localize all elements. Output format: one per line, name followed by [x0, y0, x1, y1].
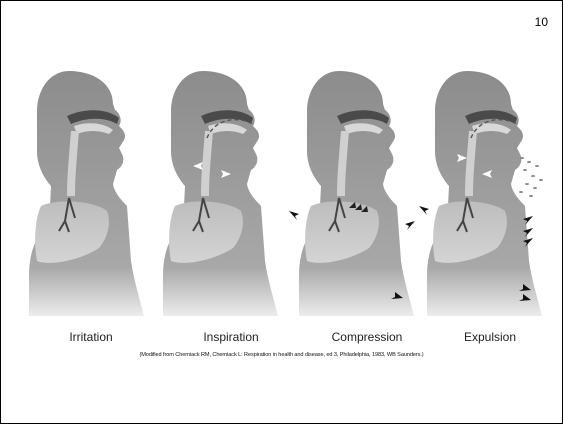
panel-label-compression: Compression — [302, 330, 432, 344]
panel-irritation-illustration — [29, 71, 144, 316]
panel-compression-illustration — [289, 71, 415, 316]
panel-expulsion-illustration — [419, 71, 543, 316]
figure-caption: (Modified from Cherniack RM, Cherniack L… — [1, 352, 562, 358]
panel-label-inspiration: Inspiration — [166, 330, 296, 344]
panel-inspiration-illustration — [163, 71, 278, 316]
panel-label-expulsion: Expulsion — [425, 330, 555, 344]
panel-label-irritation: Irritation — [26, 330, 156, 344]
